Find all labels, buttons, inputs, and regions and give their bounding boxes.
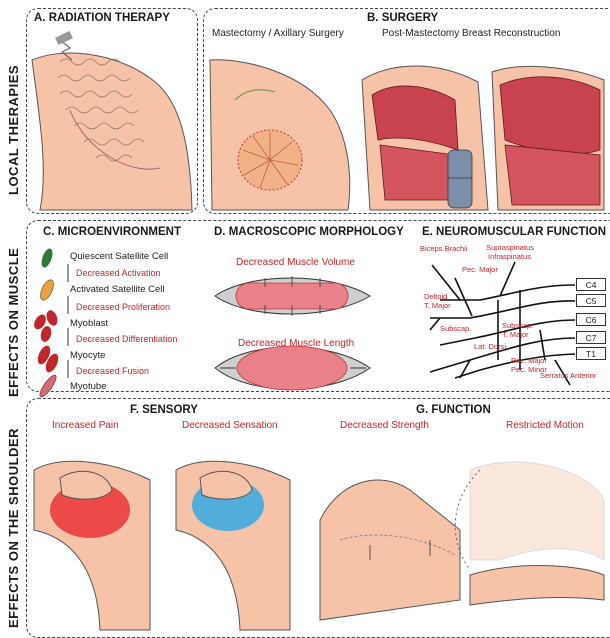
decreased-muscle-length-label: Decreased Muscle Length bbox=[238, 338, 354, 349]
muscle-teres-major: T. Major bbox=[424, 302, 451, 310]
muscle-biceps-brachii: Biceps Brachii bbox=[420, 245, 468, 253]
back-muscles-illustration bbox=[492, 66, 604, 210]
decreased-strength-label: Decreased Strength bbox=[340, 420, 429, 431]
cell-label-myoblast: Myoblast bbox=[70, 318, 108, 329]
neuromuscular-title: E. NEUROMUSCULAR FUNCTION bbox=[422, 226, 606, 238]
muscle-serratus-anterior: Serratus Anterior bbox=[540, 372, 596, 380]
mastectomy-illustration bbox=[210, 60, 350, 210]
decreased-sensation-illustration bbox=[176, 461, 290, 630]
cell-label-activated: Activated Satellite Cell bbox=[70, 284, 165, 295]
increased-pain-label: Increased Pain bbox=[52, 420, 119, 431]
satellite-cell-progression bbox=[32, 247, 68, 399]
cell-label-myotube: Myotube bbox=[70, 381, 106, 392]
restricted-motion-label: Restricted Motion bbox=[506, 420, 584, 431]
muscle-length-diagram bbox=[215, 346, 370, 390]
restricted-motion-illustration bbox=[455, 462, 604, 605]
surgery-title: B. SURGERY bbox=[367, 12, 438, 24]
nerve-root-c4: C4 bbox=[576, 278, 606, 291]
decreased-sensation-label: Decreased Sensation bbox=[182, 420, 278, 431]
transition-decreased-activation: Decreased Activation bbox=[76, 268, 161, 278]
reconstruction-torso-illustration bbox=[362, 66, 488, 210]
muscle-subscapularis: Subscap. bbox=[440, 325, 471, 333]
cell-label-myocyte: Myocyte bbox=[70, 350, 105, 361]
muscle-volume-diagram bbox=[215, 276, 370, 316]
transition-decreased-proliferation: Decreased Proliferation bbox=[76, 302, 170, 312]
muscle-latissimus-dorsi: Lat. Dorsi bbox=[474, 343, 506, 351]
function-title: G. FUNCTION bbox=[416, 404, 491, 416]
decreased-strength-illustration bbox=[320, 480, 460, 620]
mastectomy-label: Mastectomy / Axillary Surgery bbox=[212, 28, 344, 39]
nerve-root-c6: C6 bbox=[576, 313, 606, 326]
transition-decreased-fusion: Decreased Fusion bbox=[76, 366, 149, 376]
cell-label-quiescent: Quiescent Satellite Cell bbox=[70, 251, 168, 262]
muscle-teres-major-2: T. Major bbox=[502, 331, 529, 339]
muscle-subscapularis-2: Subscap. bbox=[502, 322, 533, 330]
muscle-infraspinatus: Infraspinatus bbox=[488, 253, 531, 261]
sensory-title: F. SENSORY bbox=[130, 404, 198, 416]
morphology-title: D. MACROSCOPIC MORPHOLOGY bbox=[214, 226, 404, 238]
radiation-torso-illustration bbox=[32, 31, 192, 210]
muscle-deltoid: Deltoid bbox=[424, 293, 447, 301]
nerve-root-t1: T1 bbox=[576, 347, 606, 360]
transition-decreased-differentiation: Decreased Differentiation bbox=[76, 334, 177, 344]
nerve-root-c7: C7 bbox=[576, 331, 606, 344]
muscle-pec-major-bottom: Pec. Major bbox=[511, 357, 547, 365]
muscle-supraspinatus: Supraspinatus bbox=[486, 244, 534, 252]
decreased-muscle-volume-label: Decreased Muscle Volume bbox=[236, 257, 355, 268]
increased-pain-illustration bbox=[34, 461, 150, 630]
radiation-therapy-title: A. RADIATION THERAPY bbox=[34, 12, 170, 24]
reconstruction-label: Post-Mastectomy Breast Reconstruction bbox=[382, 28, 560, 39]
nerve-root-c5: C5 bbox=[576, 294, 606, 307]
muscle-pec-major-top: Pec. Major bbox=[462, 266, 498, 274]
microenvironment-title: C. MICROENVIRONMENT bbox=[43, 226, 181, 238]
